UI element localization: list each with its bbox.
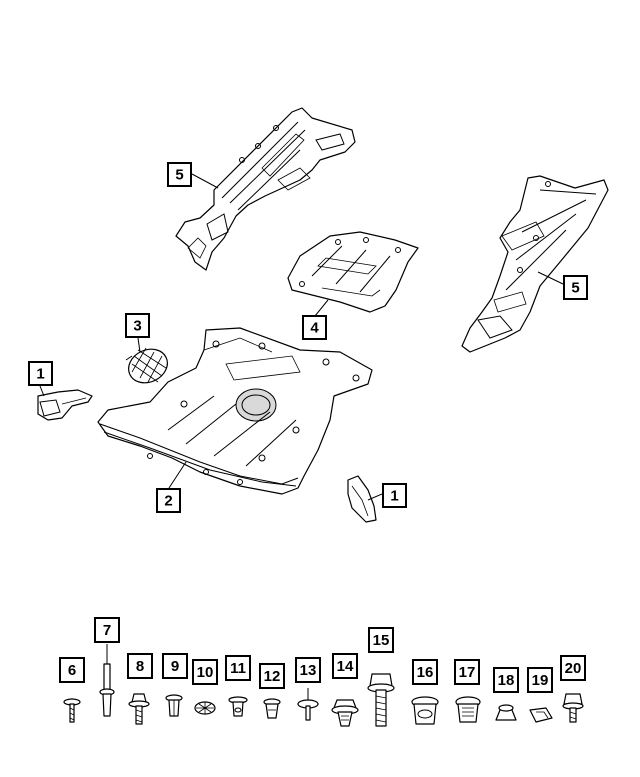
svg-text:15: 15 (373, 632, 390, 649)
callout-2: 2 (156, 488, 181, 513)
fastener-10 (194, 701, 216, 715)
svg-text:5: 5 (175, 167, 183, 184)
part-1-right-bracket (347, 475, 377, 523)
svg-text:17: 17 (459, 664, 476, 681)
svg-text:7: 7 (103, 622, 111, 639)
callout-14: 14 (332, 653, 358, 679)
fastener-18 (495, 704, 517, 721)
part-5-left-shield (175, 107, 356, 271)
fastener-6 (63, 698, 81, 723)
callout-17: 17 (454, 659, 480, 685)
callout-16: 16 (412, 659, 438, 685)
callout-4: 4 (302, 315, 327, 340)
fastener-20 (562, 693, 584, 723)
svg-text:20: 20 (565, 660, 582, 677)
part-1-left-bracket (37, 389, 93, 421)
svg-text:1: 1 (390, 488, 398, 505)
svg-text:6: 6 (68, 662, 76, 679)
fastener-8 (128, 693, 150, 725)
fastener-12 (263, 698, 281, 719)
svg-text:10: 10 (197, 664, 214, 681)
svg-text:9: 9 (171, 658, 179, 675)
svg-text:14: 14 (337, 658, 354, 675)
callout-19: 19 (527, 667, 553, 693)
fastener-9 (165, 694, 183, 717)
callout-12: 12 (259, 663, 285, 689)
callout-10: 10 (192, 659, 218, 685)
callout-1-right: 1 (382, 483, 407, 508)
svg-text:12: 12 (264, 668, 281, 685)
svg-text:16: 16 (417, 664, 434, 681)
svg-text:19: 19 (532, 672, 549, 689)
callout-18: 18 (493, 667, 519, 693)
fastener-16 (411, 696, 439, 725)
callout-3: 3 (125, 313, 150, 338)
callout-7: 7 (94, 617, 120, 643)
callout-13: 13 (295, 657, 321, 683)
callout-5-right: 5 (563, 275, 588, 300)
svg-text:5: 5 (571, 280, 579, 297)
svg-text:2: 2 (164, 493, 172, 510)
callout-1-left: 1 (28, 361, 53, 386)
callout-11: 11 (225, 655, 251, 681)
callout-8: 8 (127, 653, 153, 679)
fastener-15 (367, 673, 395, 727)
svg-text:4: 4 (310, 320, 319, 337)
svg-text:13: 13 (300, 662, 317, 679)
part-3-grille-cover (125, 347, 168, 384)
svg-text:3: 3 (133, 318, 141, 335)
callout-6: 6 (59, 657, 85, 683)
fastener-11 (228, 696, 248, 717)
leader-lines (39, 173, 564, 501)
svg-text:11: 11 (230, 660, 246, 677)
svg-text:18: 18 (498, 672, 515, 689)
part-2-main-shield (97, 327, 373, 495)
callout-5-left: 5 (167, 162, 192, 187)
callout-20: 20 (560, 655, 586, 681)
callout-15: 15 (368, 627, 394, 653)
fastener-17 (455, 696, 481, 723)
part-4-middle-shield (287, 231, 419, 313)
fastener-14 (331, 699, 359, 727)
part-5-right-shield (461, 175, 609, 353)
svg-text:1: 1 (36, 366, 44, 383)
fastener-13 (297, 688, 319, 721)
svg-text:8: 8 (136, 658, 144, 675)
fastener-19 (529, 707, 553, 723)
fastener-7 (99, 644, 115, 717)
callout-9: 9 (162, 653, 188, 679)
